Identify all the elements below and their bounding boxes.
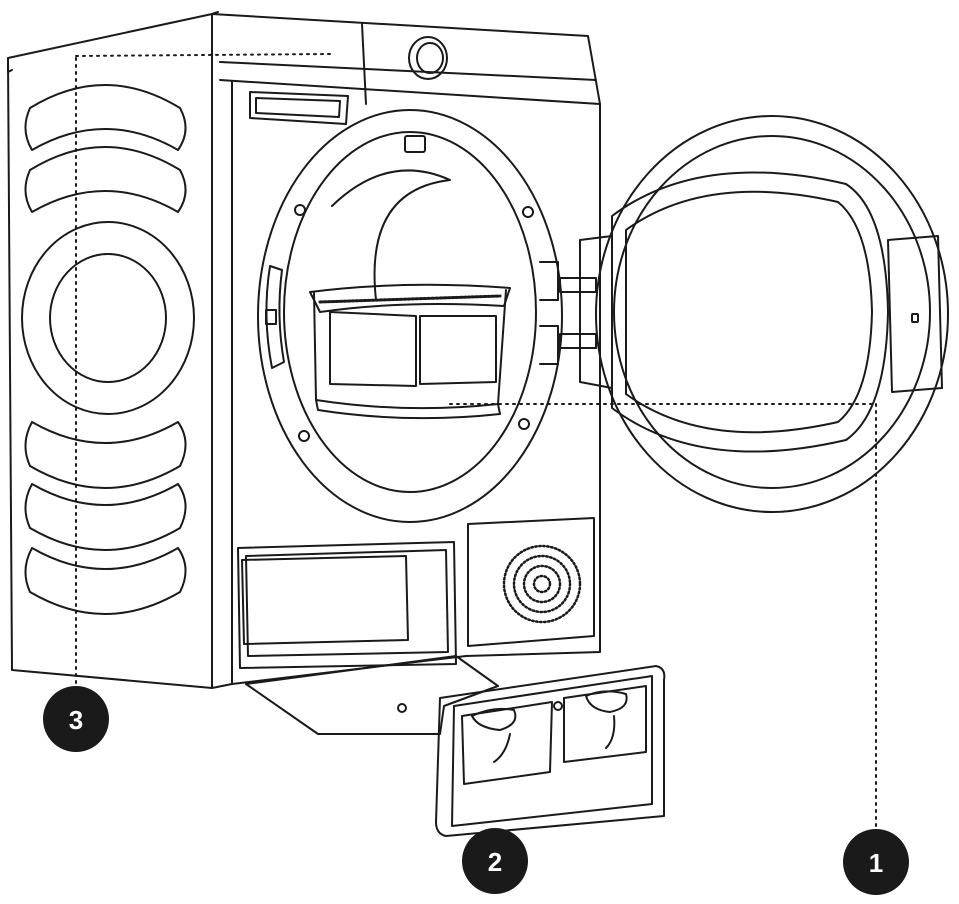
- door-latch: [404, 135, 426, 153]
- open-door: [579, 115, 949, 513]
- side-vent: [24, 547, 187, 615]
- side-panel: [7, 11, 219, 689]
- svg-text:2: 2: [488, 847, 502, 877]
- callout-badge-3: 3: [43, 686, 109, 752]
- plinth-flap: [245, 655, 499, 735]
- side-large-circle: [21, 221, 195, 415]
- door-hinges: [539, 261, 597, 365]
- callout-badge-2: 2: [462, 828, 528, 894]
- side-vent: [24, 483, 187, 551]
- svg-text:1: 1: [869, 848, 883, 878]
- door-opening: [257, 109, 563, 523]
- callout-badge-1: 1: [843, 829, 909, 895]
- callout-leaders: [75, 53, 877, 831]
- side-vent: [24, 421, 187, 489]
- front-panel: [211, 13, 601, 689]
- side-vent: [24, 84, 187, 151]
- lint-filter: [309, 283, 511, 420]
- side-inner-circle: [49, 253, 167, 383]
- leader-line-3-top: [75, 53, 331, 57]
- condenser-compartment: [237, 517, 595, 669]
- condenser-cover: [435, 665, 666, 837]
- side-vent: [24, 146, 187, 213]
- svg-text:3: 3: [69, 705, 83, 735]
- program-knob: [408, 36, 448, 80]
- water-tank-drawer: [249, 91, 349, 125]
